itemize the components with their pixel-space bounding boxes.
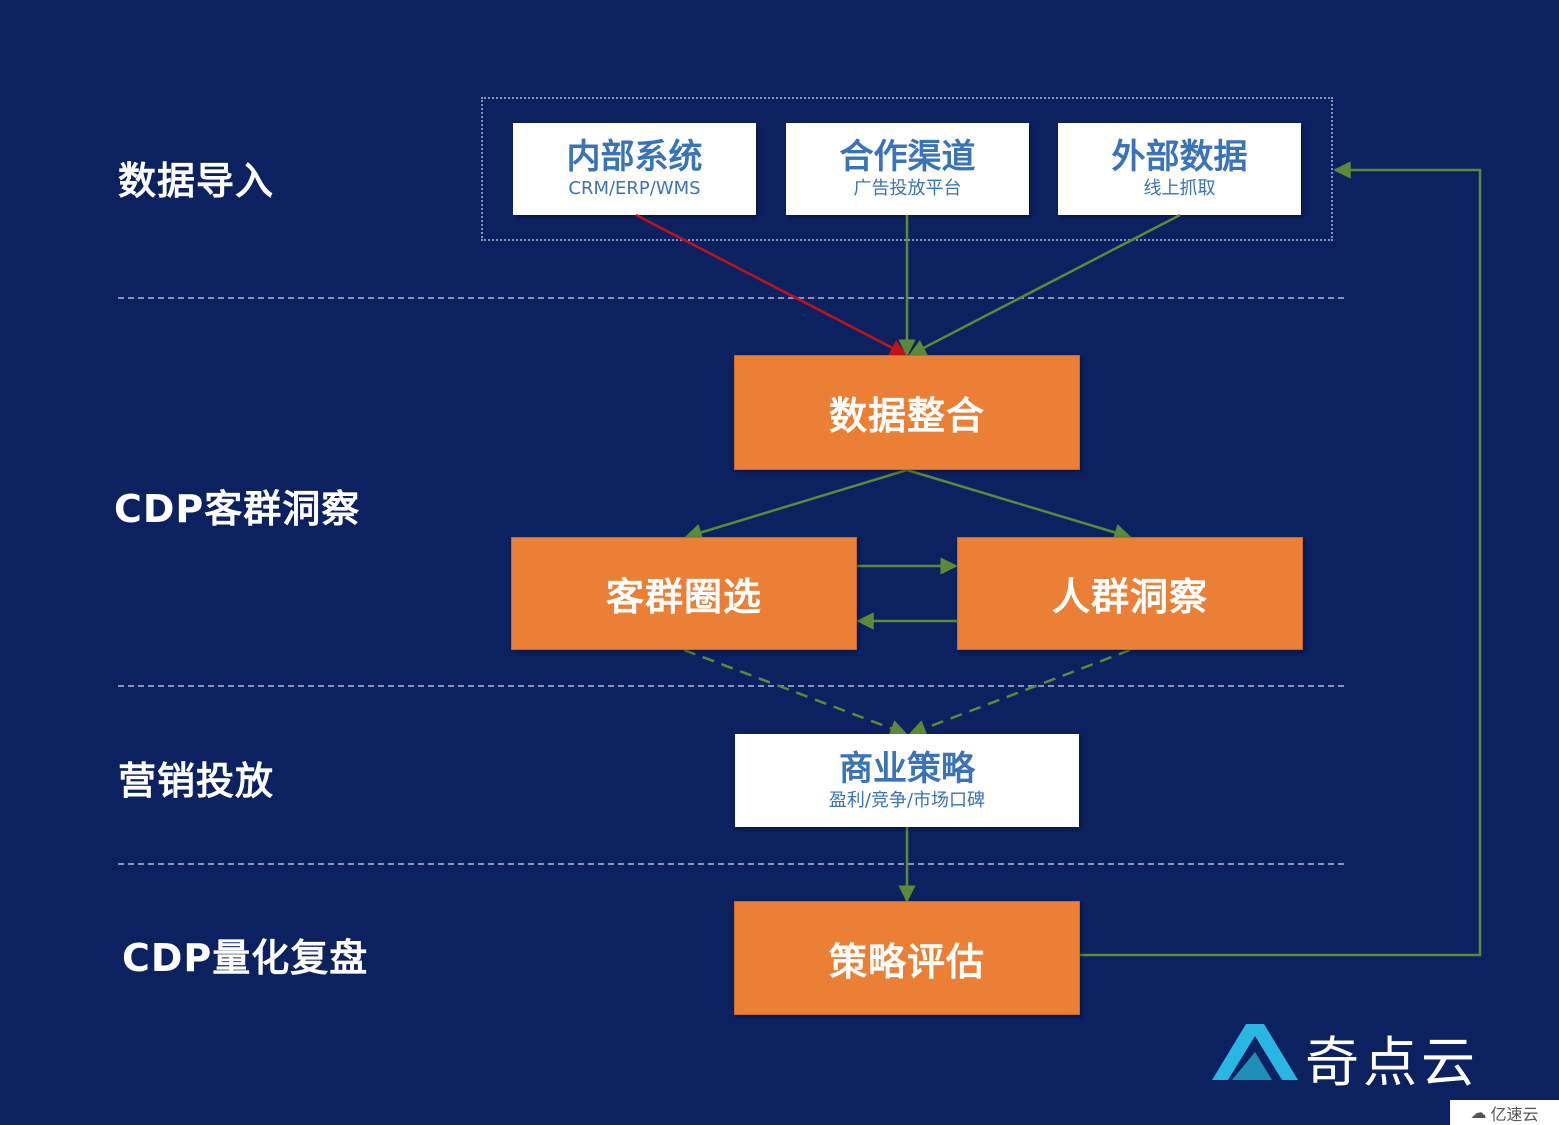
strategy-subtitle: 盈利/竞争/市场口碑 [828, 789, 986, 811]
stage-label-marketing: 营销投放 [118, 759, 275, 803]
source-subtitle: 线上抓取 [1143, 178, 1216, 199]
arrow-feedback-loop [1080, 161, 1482, 957]
arrow-integrate-to-insight [906, 468, 1132, 541]
arrow-selection-to-strategy [683, 648, 908, 737]
source-title: 合作渠道 [839, 137, 976, 177]
watermark-text: 亿速云 [1490, 1104, 1539, 1124]
strategy-title: 商业策略 [839, 748, 975, 789]
source-title: 外部数据 [1111, 137, 1248, 177]
stage-divider [118, 685, 1344, 687]
integrate-box: 数据整合 [734, 355, 1080, 470]
source-subtitle: 广告投放平台 [853, 178, 962, 199]
stage-label-import: 数据导入 [118, 159, 275, 203]
stage-divider [118, 863, 1344, 865]
selection-box: 客群圈选 [511, 537, 857, 650]
stage-label-review: CDP量化复盘 [122, 936, 369, 980]
source-subtitle: CRM/ERP/WMS [568, 178, 701, 199]
evaluation-box: 策略评估 [734, 901, 1080, 1015]
watermark: ☁ 亿速云 [1450, 1100, 1559, 1125]
source-partner-channel: 合作渠道 广告投放平台 [786, 123, 1029, 215]
arrow-external-to-integrate [908, 213, 1181, 357]
arrow-insight-to-strategy [908, 648, 1131, 737]
source-internal-system: 内部系统 CRM/ERP/WMS [513, 123, 756, 215]
source-title: 内部系统 [566, 137, 703, 177]
source-external-data: 外部数据 线上抓取 [1058, 123, 1301, 215]
arrow-internal-to-integrate [635, 213, 908, 357]
cloud-icon: ☁ [1470, 1103, 1487, 1122]
crowd-insight-box: 人群洞察 [957, 537, 1303, 650]
brand-logo-icon [1212, 1024, 1298, 1080]
stage-divider [118, 297, 1344, 299]
strategy-box: 商业策略 盈利/竞争/市场口碑 [735, 734, 1079, 827]
brand-name: 奇点云 [1305, 1031, 1479, 1094]
stage-label-insight: CDP客群洞察 [114, 487, 361, 531]
arrow-integrate-to-selection [684, 468, 908, 541]
